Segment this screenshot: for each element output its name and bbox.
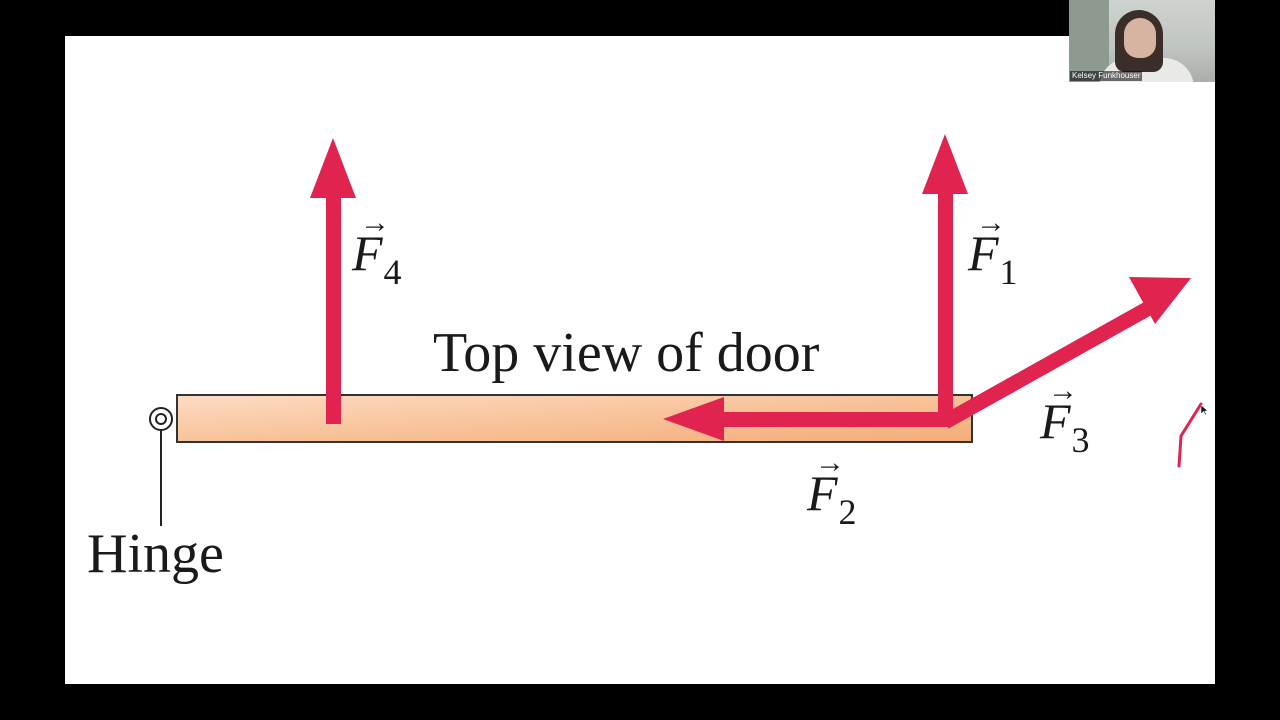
force-subscript: 3 bbox=[1071, 420, 1090, 460]
force-symbol: F bbox=[968, 225, 999, 281]
force-label-f2: →F2 bbox=[807, 448, 857, 531]
hinge-icon bbox=[149, 407, 173, 526]
force-subscript: 2 bbox=[838, 492, 857, 532]
force-symbol: F bbox=[807, 465, 838, 521]
force-symbol: F bbox=[352, 225, 383, 281]
participant-face bbox=[1124, 18, 1156, 58]
door-force-diagram bbox=[149, 134, 1203, 526]
diagram-caption: Top view of door bbox=[433, 322, 820, 384]
participant-video-thumbnail[interactable]: Kelsey Funkhouser bbox=[1069, 0, 1215, 82]
participant-name: Kelsey Funkhouser bbox=[1070, 71, 1143, 81]
vector-arrow-icon: → bbox=[976, 206, 1006, 239]
force-symbol: F bbox=[1040, 393, 1071, 449]
hinge-label: Hinge bbox=[87, 523, 224, 585]
presentation-slide: Top view of door Hinge →F4 →F1 →F3 →F2 bbox=[65, 36, 1215, 684]
vector-arrow-icon: → bbox=[360, 206, 390, 239]
vector-arrow-icon: → bbox=[815, 446, 845, 479]
annotation-stroke bbox=[1177, 402, 1203, 468]
vector-arrow-icon: → bbox=[1048, 374, 1078, 407]
force-subscript: 4 bbox=[383, 252, 402, 292]
force-subscript: 1 bbox=[999, 252, 1018, 292]
force-label-f1: →F1 bbox=[968, 208, 1018, 291]
force-arrow-f4 bbox=[310, 138, 356, 424]
force-label-f4: →F4 bbox=[352, 208, 402, 291]
video-background bbox=[1069, 0, 1109, 82]
force-arrow-f3 bbox=[941, 277, 1191, 429]
force-arrow-f2 bbox=[663, 397, 950, 441]
force-arrow-f1 bbox=[922, 134, 968, 424]
mouse-cursor-icon bbox=[1201, 405, 1209, 415]
force-label-f3: →F3 bbox=[1040, 376, 1090, 459]
